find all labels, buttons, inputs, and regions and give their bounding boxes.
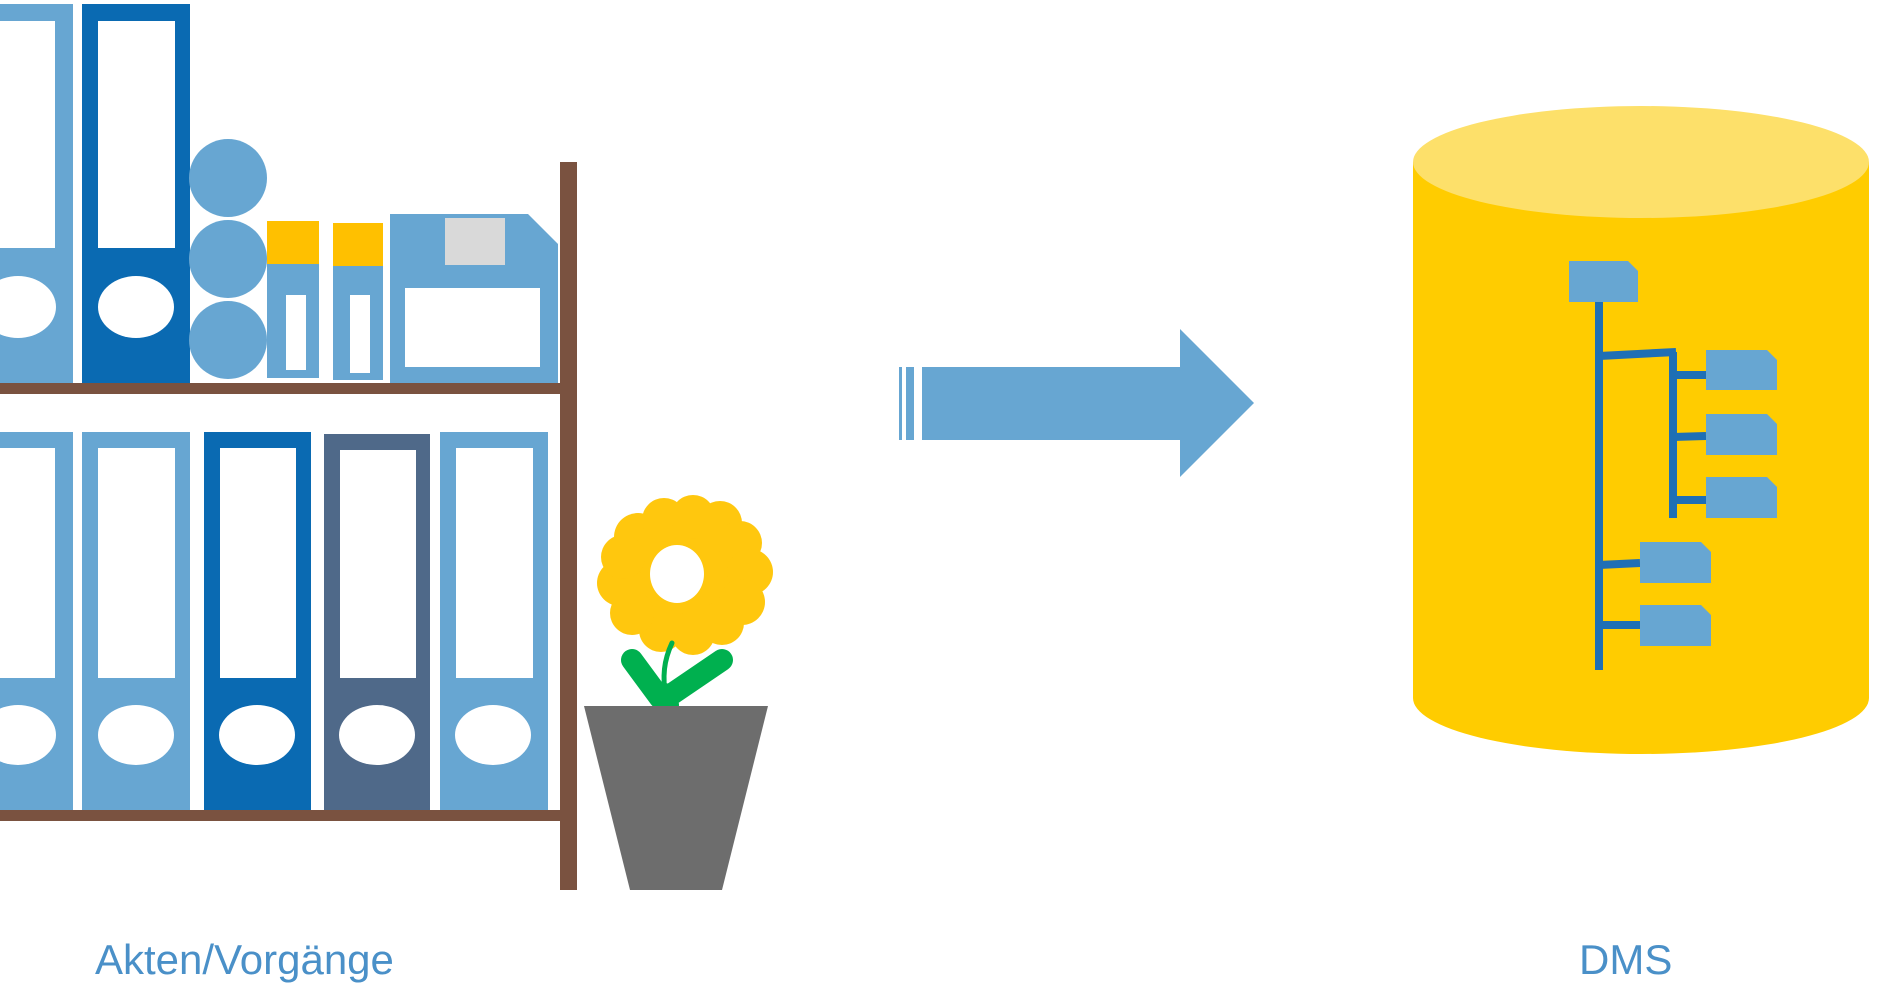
- disk-box-icon: [390, 214, 558, 383]
- shelf-post: [560, 162, 577, 890]
- right-arrow-icon: [899, 329, 1254, 477]
- rolls-icon: [189, 139, 267, 379]
- binder-icon: [0, 4, 73, 383]
- binder-icon: [440, 432, 548, 810]
- caption-files: Akten/Vorgänge: [95, 939, 394, 981]
- flower-stem: [632, 643, 722, 705]
- binder-icon: [82, 4, 190, 383]
- shelf-board-upper: [0, 383, 562, 394]
- binder-icon: [204, 432, 311, 810]
- db-bottom: [1413, 642, 1869, 754]
- flower-center: [650, 545, 704, 603]
- small-box-icon: [267, 221, 319, 378]
- caption-dms: DMS: [1579, 939, 1672, 981]
- flower-pot-icon: [584, 495, 773, 890]
- binder-icon: [0, 432, 73, 810]
- small-box-icon: [333, 223, 383, 380]
- db-top: [1413, 106, 1869, 218]
- upper-row: [0, 4, 558, 383]
- binder-icon: [324, 434, 430, 810]
- database-cylinder-icon: [1413, 106, 1869, 754]
- pot: [584, 706, 768, 890]
- shelf-board-lower: [0, 810, 562, 821]
- binder-icon: [82, 432, 190, 810]
- lower-row: [0, 432, 548, 810]
